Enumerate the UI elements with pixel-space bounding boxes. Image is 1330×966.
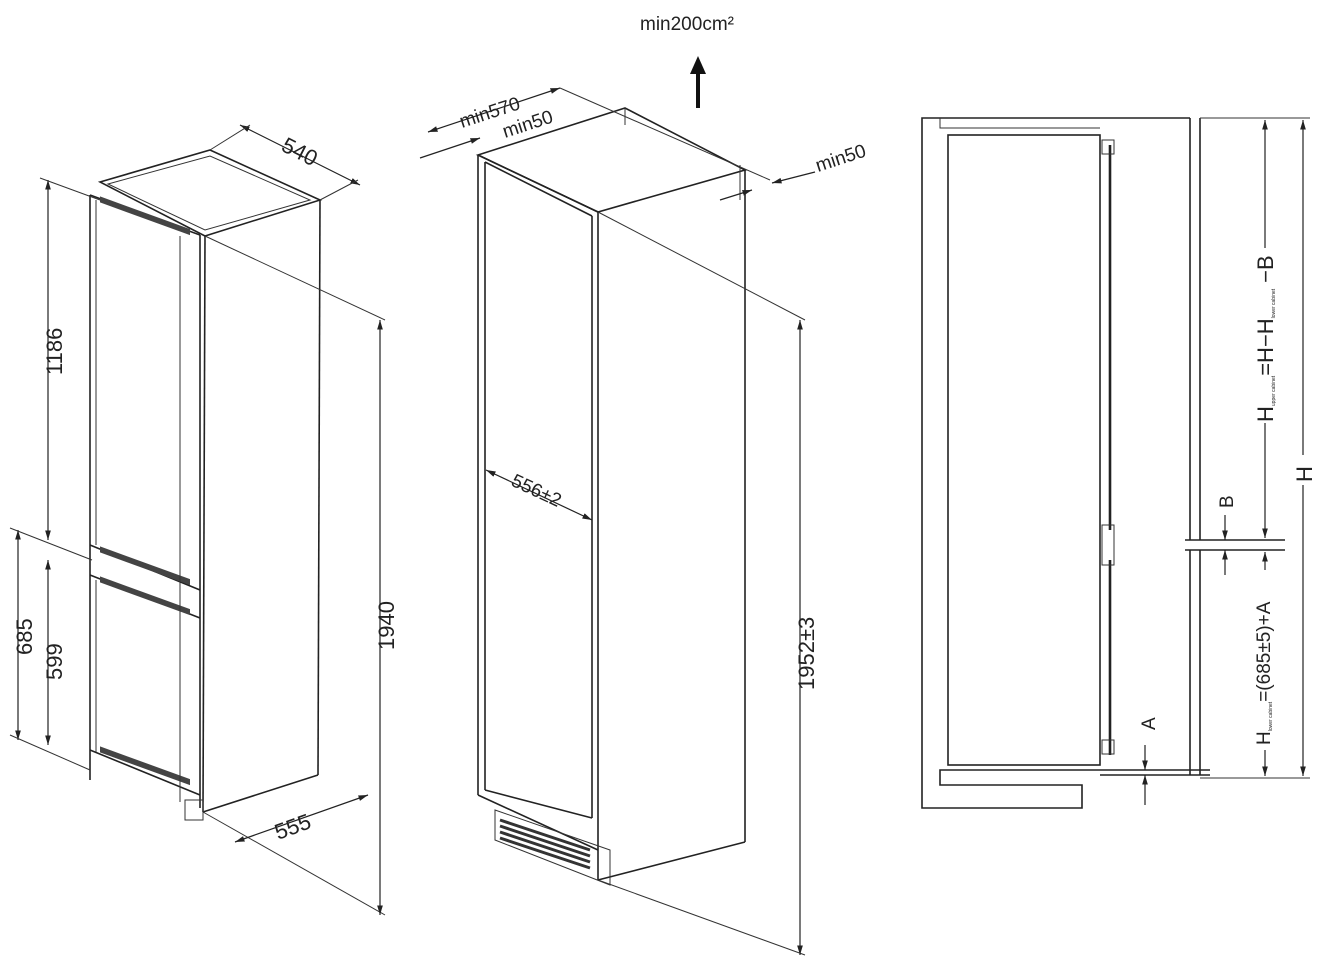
lower-formula-sub: lower cabinet: [1268, 701, 1274, 731]
lower-formula-rest: =(685±5)+A: [1254, 601, 1275, 702]
min-gap-side-label: min50: [813, 141, 869, 177]
cabinet-dimensions: min570 min50 min50 556±2 1952±3: [419, 87, 869, 956]
height-label: 1940: [374, 601, 399, 650]
lower-door-label: 599: [42, 643, 67, 680]
upper-formula-sub2: lower cabinet: [1271, 288, 1277, 318]
upper-door-label: 1186: [42, 328, 67, 375]
appliance-dimensions: 540 1186 685 599 1940 555: [9, 124, 399, 916]
lower-cabinet-formula: Hlower cabinet=(685±5)+A: [1254, 601, 1275, 745]
arrow-up-icon: [690, 56, 706, 74]
lower-section-label: 685: [12, 618, 37, 655]
upper-formula-end: −B: [1253, 255, 1278, 283]
ventilation-indicator: min200cm²: [640, 14, 734, 108]
upper-cabinet-formula: Hupper cabinet=H−Hlower cabinet −B: [1253, 255, 1278, 422]
svg-text:Hlower cabinet=(685±5)+A: Hlower cabinet=(685±5)+A: [1254, 601, 1275, 745]
depth-label: 555: [271, 809, 314, 845]
hinge-middle: [1101, 524, 1115, 566]
lower-formula-h: H: [1254, 731, 1275, 745]
upper-formula-h: H: [1253, 406, 1278, 422]
inner-width-label: 556±2: [508, 470, 565, 511]
ventilation-label: min200cm²: [640, 14, 734, 35]
svg-text:Hupper cabinet=H−Hlower cabine: Hupper cabinet=H−Hlower cabinet −B: [1253, 255, 1278, 422]
appliance-isometric: [89, 149, 323, 821]
hinge-top: [1101, 139, 1115, 155]
upper-formula-rest: =H−H: [1253, 318, 1278, 375]
gap-a-label: A: [1139, 717, 1160, 730]
vent-grille: [499, 818, 591, 870]
section-view: [921, 117, 1310, 809]
gap-b-label: B: [1217, 495, 1238, 508]
hinge-bottom: [1101, 739, 1115, 755]
section-dimensions: H Hupper cabinet=H−Hlower cabinet−B Hlow…: [1139, 120, 1317, 805]
total-height-label: H: [1292, 466, 1317, 482]
upper-formula-sub: upper cabinet: [1271, 375, 1277, 406]
width-label: 540: [278, 132, 322, 171]
cabinet-isometric: [475, 107, 748, 886]
inner-height-label: 1952±3: [794, 617, 819, 690]
